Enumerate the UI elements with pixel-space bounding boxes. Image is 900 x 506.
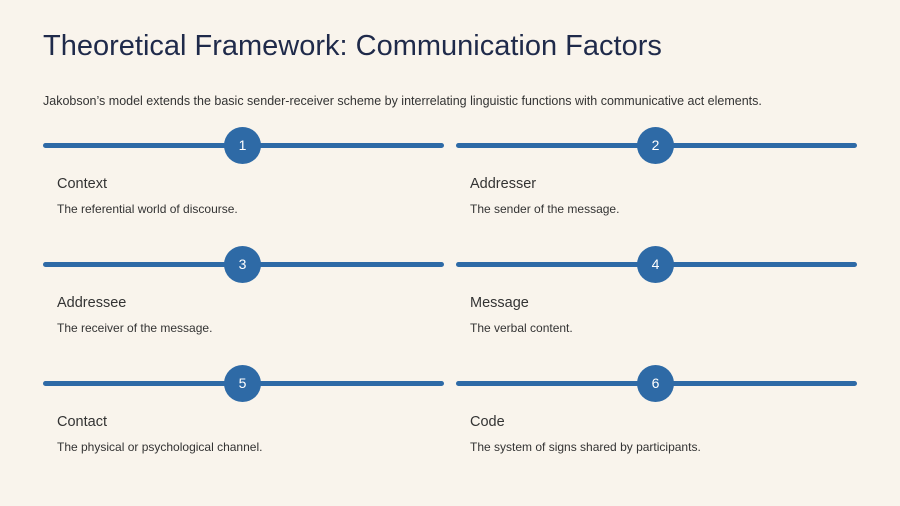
number-badge: 6 [637,365,674,402]
factor-description: The referential world of discourse. [57,202,238,216]
factor-title: Contact [57,414,107,430]
number-badge: 3 [224,246,261,283]
factor-description: The verbal content. [470,321,573,335]
factor-card-message: 4 Message The verbal content. [456,246,857,359]
factor-description: The system of signs shared by participan… [470,440,701,454]
number-badge: 5 [224,365,261,402]
factor-card-code: 6 Code The system of signs shared by par… [456,365,857,478]
factor-card-contact: 5 Contact The physical or psychological … [43,365,444,478]
number-badge: 2 [637,127,674,164]
factor-title: Context [57,176,107,192]
factor-card-context: 1 Context The referential world of disco… [43,127,444,240]
page-subtitle: Jakobson’s model extends the basic sende… [43,94,762,108]
number-badge: 1 [224,127,261,164]
factor-title: Addresser [470,176,537,192]
factor-title: Code [470,414,505,430]
factor-card-addressee: 3 Addressee The receiver of the message. [43,246,444,359]
factor-description: The sender of the message. [470,202,620,216]
factor-description: The receiver of the message. [57,321,213,335]
factor-title: Message [470,295,529,311]
factor-description: The physical or psychological channel. [57,440,263,454]
number-badge: 4 [637,246,674,283]
page-title: Theoretical Framework: Communication Fac… [43,30,662,62]
factor-card-addresser: 2 Addresser The sender of the message. [456,127,857,240]
factor-title: Addressee [57,295,127,311]
